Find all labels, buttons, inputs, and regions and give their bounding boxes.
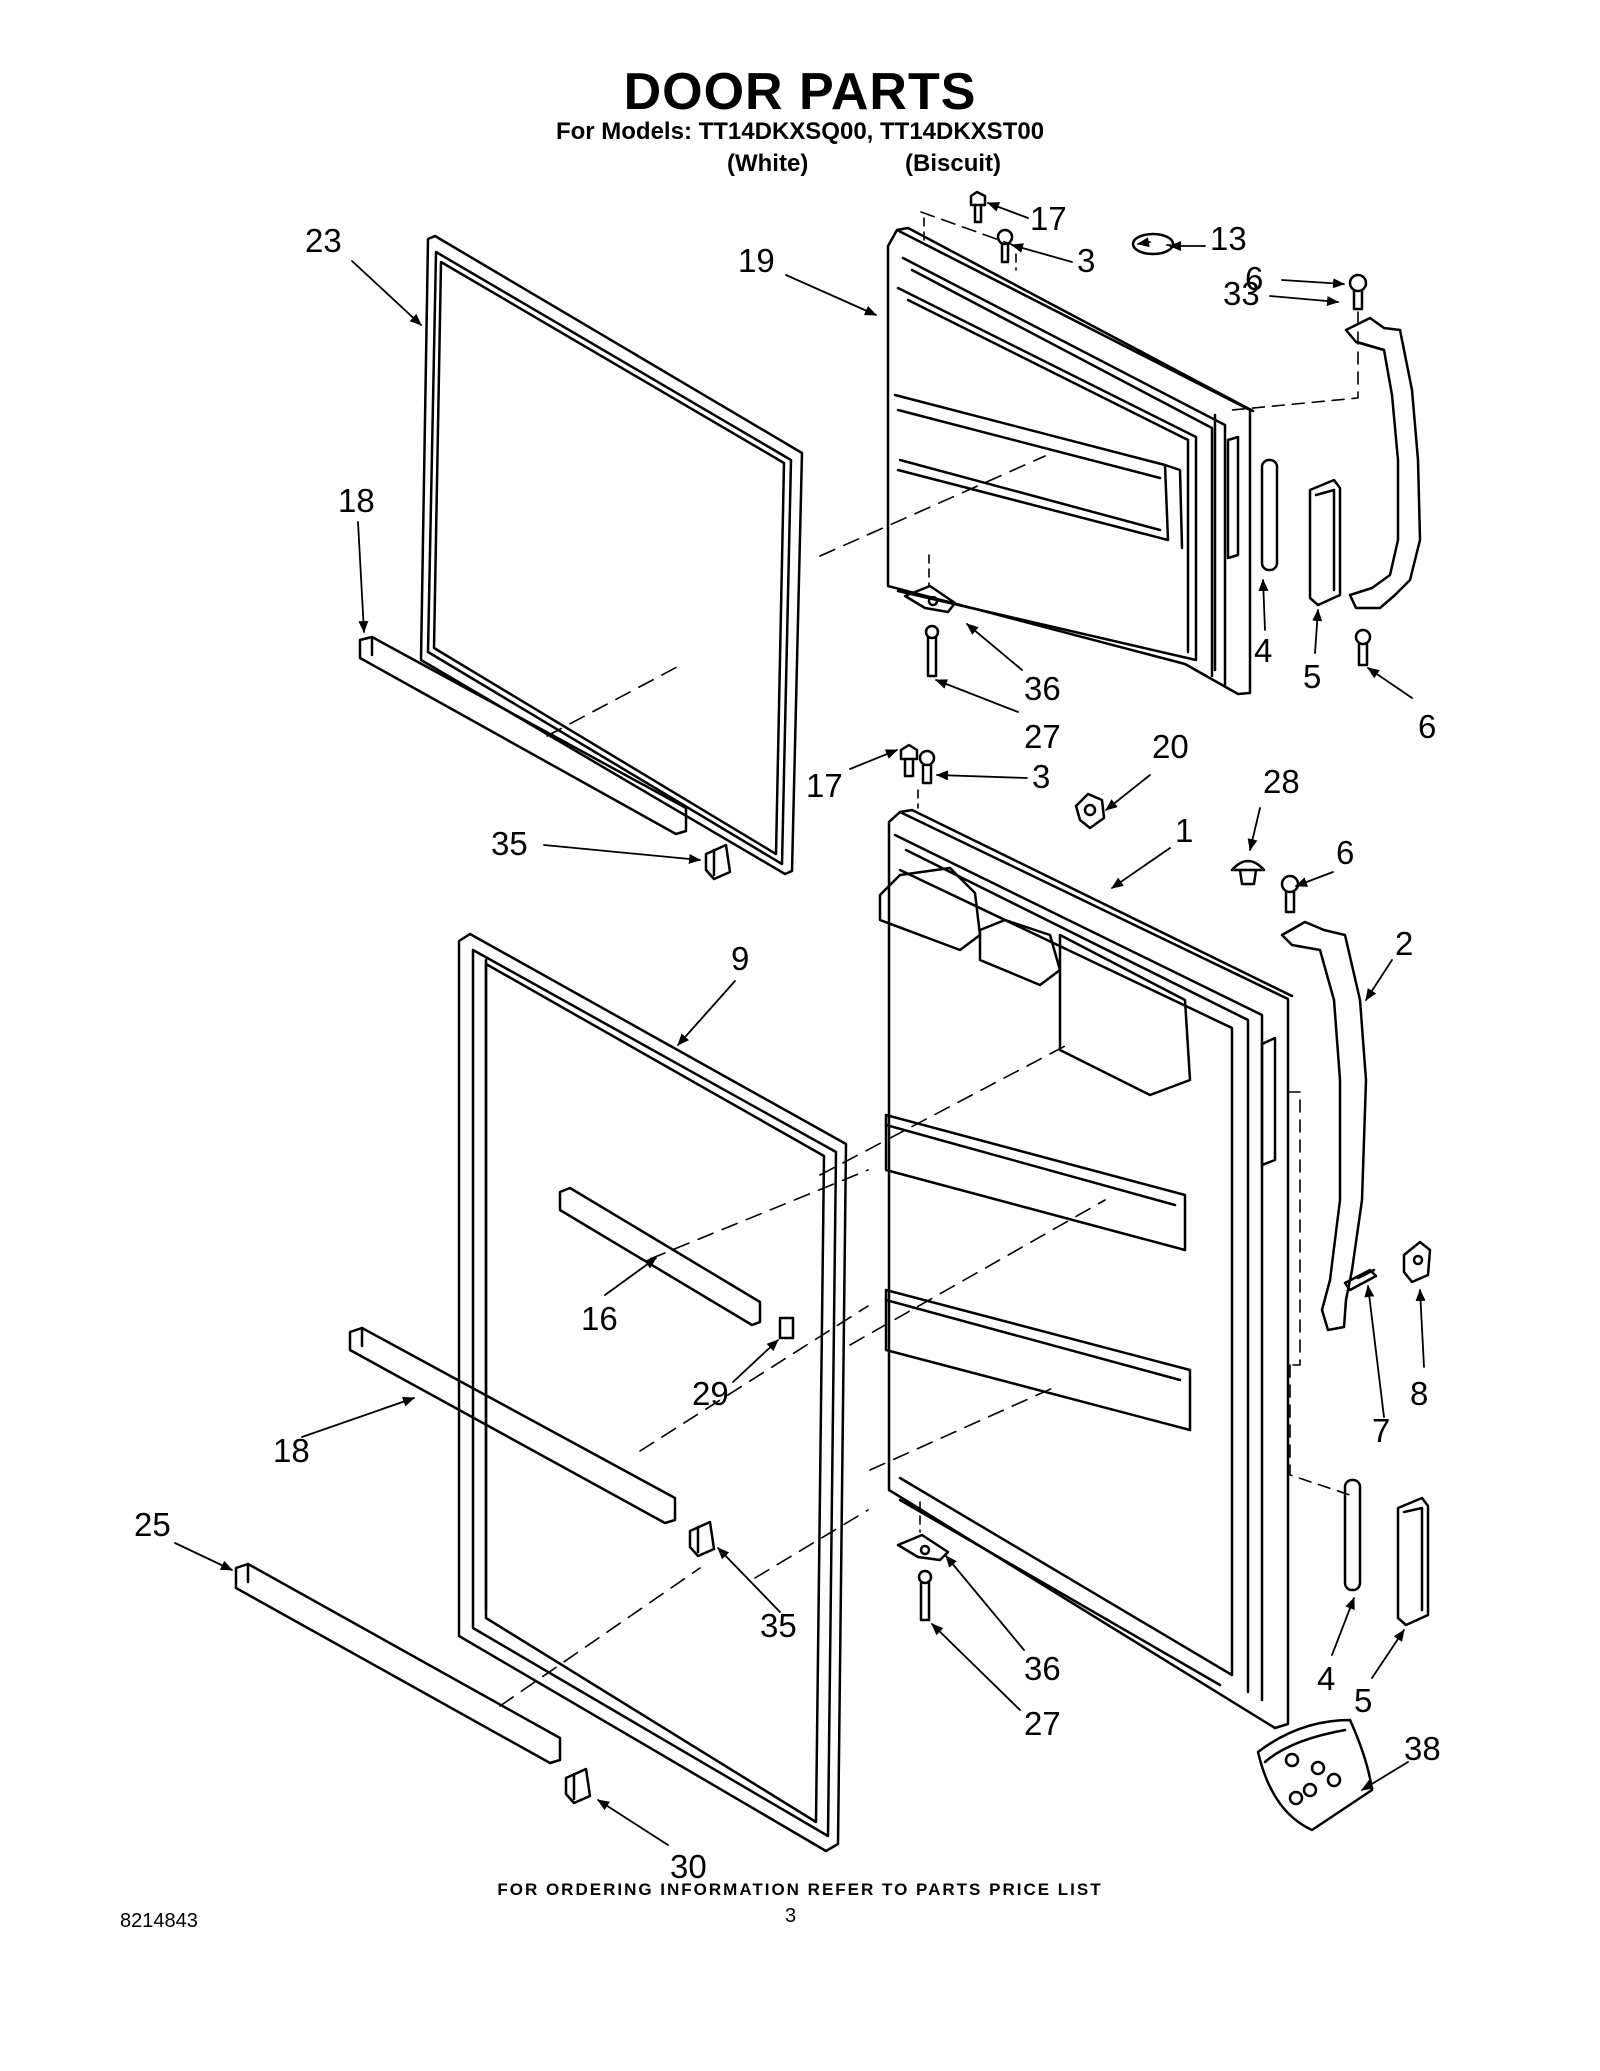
callout-35: 35 [491, 825, 528, 862]
freezer-handle-trim [1308, 478, 1342, 607]
freezer-hinge-pin [969, 190, 987, 224]
callout-6: 6 [1245, 260, 1263, 297]
callout-3: 3 [1032, 758, 1050, 795]
variant-white: (White) [727, 150, 809, 177]
callout-18: 18 [338, 482, 375, 519]
refrigerator-handle-trim [1396, 1496, 1430, 1627]
callout-27: 27 [1024, 718, 1061, 755]
callout-7: 7 [1372, 1412, 1390, 1449]
hinge-hole-plug [1230, 859, 1266, 886]
callout-2: 2 [1395, 925, 1413, 962]
freezer-handle-gasket [1260, 458, 1279, 572]
callout-1: 1 [1175, 812, 1193, 849]
middle-strip-clip [688, 1520, 716, 1558]
freezer-bottom-breaker-strip [358, 635, 688, 836]
refrigerator-hinge-pin [899, 743, 919, 778]
callout-5: 5 [1354, 1682, 1372, 1719]
door-stop-clip [1074, 792, 1106, 830]
bottom-breaker-strip [234, 1562, 562, 1765]
callout-9: 9 [731, 940, 749, 977]
freezer-door-gasket [419, 234, 804, 876]
freezer-handle-screw-top [1348, 273, 1368, 311]
hardware-kit-bag [1256, 1718, 1374, 1832]
freezer-handle [1344, 316, 1422, 610]
freezer-strip-clip [704, 843, 732, 881]
callout-13: 13 [1210, 220, 1247, 257]
freezer-door-panel [886, 226, 1255, 696]
callout-16: 16 [581, 1300, 618, 1337]
callout-23: 23 [305, 222, 342, 259]
ordering-note: FOR ORDERING INFORMATION REFER TO PARTS … [497, 1880, 1103, 1899]
callout-33: 33 [1223, 275, 1260, 312]
variant-biscuit: (Biscuit) [905, 150, 1001, 177]
callout-25: 25 [134, 1506, 171, 1543]
callout-36: 36 [1024, 670, 1061, 707]
page-title: DOOR PARTS [623, 63, 977, 121]
callout-29: 29 [692, 1375, 729, 1412]
callout-3: 3 [1077, 242, 1095, 279]
center-strip-clip [778, 1316, 795, 1340]
callout-labels: 23 19 17 3 13 6 33 18 4 5 6 36 27 17 3 2… [134, 200, 1441, 1885]
middle-breaker-strip [348, 1326, 677, 1525]
callout-20: 20 [1152, 728, 1189, 765]
callout-19: 19 [738, 242, 775, 279]
refrigerator-handle [1280, 920, 1368, 1332]
callout-38: 38 [1404, 1730, 1441, 1767]
callout-18: 18 [273, 1432, 310, 1469]
freezer-handle-screw-bottom [1354, 628, 1372, 667]
callout-30: 30 [670, 1848, 707, 1885]
bottom-strip-clip [564, 1767, 592, 1805]
document-number: 8214843 [120, 1910, 198, 1932]
refrigerator-hinge-bracket [896, 1533, 950, 1562]
page-number: 3 [785, 1905, 797, 1927]
models-line: For Models: TT14DKXSQ00, TT14DKXST00 [555, 118, 1045, 145]
refrigerator-door-gasket [457, 932, 848, 1853]
callout-27: 27 [1024, 1705, 1061, 1742]
center-breaker-strip [558, 1186, 762, 1327]
callout-4: 4 [1317, 1660, 1335, 1697]
callout-17: 17 [1030, 200, 1067, 237]
refrigerator-hinge-bolt [917, 1569, 933, 1622]
handle-mounting-screw [1343, 1268, 1378, 1292]
callout-6: 6 [1336, 834, 1354, 871]
callout-36: 36 [1024, 1650, 1061, 1687]
refrigerator-hinge-screw [918, 749, 936, 785]
refrigerator-door-panel [878, 808, 1294, 1730]
freezer-hinge-bracket [903, 584, 957, 614]
callout-5: 5 [1303, 658, 1321, 695]
leader-arrows [174, 202, 1426, 1846]
callout-35: 35 [760, 1607, 797, 1644]
callout-8: 8 [1410, 1375, 1428, 1412]
callout-17: 17 [806, 767, 843, 804]
freezer-hinge-bolt [924, 624, 940, 678]
callout-6: 6 [1418, 708, 1436, 745]
callout-4: 4 [1254, 632, 1272, 669]
refrigerator-handle-gasket [1343, 1478, 1362, 1592]
callout-28: 28 [1263, 763, 1300, 800]
refrigerator-handle-screw [1280, 874, 1300, 914]
handle-end-cap [1402, 1240, 1432, 1284]
freezer-hinge-screw [996, 228, 1014, 264]
